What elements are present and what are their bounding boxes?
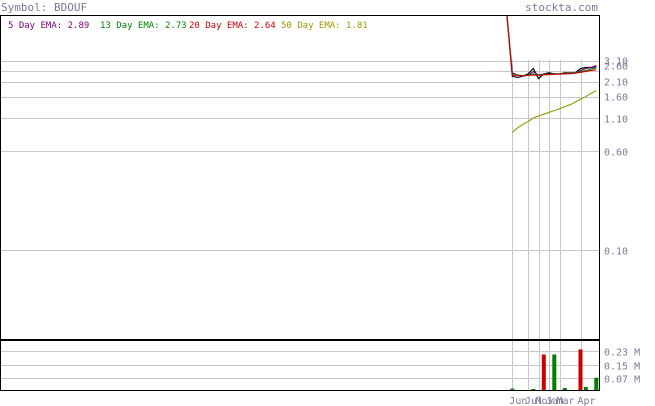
price-tick-label: 2.60 [604, 62, 628, 73]
volume-axis: 0.23 M 0.15 M 0.07 M [604, 348, 640, 386]
20-day-ema-line [506, 15, 597, 77]
price-tick-label: 0.60 [604, 148, 628, 159]
5-day-ema-line [506, 15, 597, 77]
volume-bar [583, 387, 588, 390]
date-tick-label: Jan [546, 396, 564, 406]
price-axis: 3.102.60 2.10 1.60 1.10 0.60 0.10 [604, 57, 628, 258]
price-tick-label: 0.10 [604, 247, 628, 258]
volume-panel-frame [0, 340, 600, 391]
price-panel-frame [0, 15, 600, 340]
50-day-ema-line [511, 90, 597, 133]
volume-tick-label: 0.07 M [604, 375, 640, 386]
date-tick-label: Jul [525, 396, 543, 406]
price-plot [506, 15, 597, 133]
legend-ema-13: 13 Day EMA: 2.73 [100, 21, 187, 31]
symbol-label: Symbol: BDOUF [1, 1, 87, 14]
volume-plot [510, 349, 599, 390]
volume-bar [510, 388, 515, 390]
site-watermark: stockta.com [525, 1, 598, 14]
volume-bar [531, 389, 536, 390]
volume-bar [552, 354, 557, 390]
legend-ema-50: 50 Day EMA: 1.81 [281, 21, 368, 31]
volume-bar [594, 377, 599, 390]
volume-tick-label: 0.15 M [604, 362, 640, 373]
date-tick-label: Nov [536, 396, 554, 406]
volume-gridlines [1, 351, 599, 379]
price-gridlines [1, 61, 599, 251]
legend-ema-5: 5 Day EMA: 2.89 [8, 21, 89, 31]
volume-bar [541, 354, 546, 390]
volume-bar [562, 388, 567, 390]
legend-ema-20: 20 Day EMA: 2.64 [189, 21, 276, 31]
13-day-ema-line [506, 15, 597, 77]
volume-tick-label: 0.23 M [604, 348, 640, 359]
date-tick-label: Jun [509, 396, 527, 406]
date-tick-label: Mar [557, 396, 575, 406]
price-tick-label: 2.10 [604, 78, 628, 89]
volume-bar [578, 349, 583, 390]
price-tick-label: 1.10 [604, 115, 628, 126]
price-tick-label: 1.60 [604, 93, 628, 104]
price-tick-label: 3.10 [604, 57, 628, 68]
date-tick-label: Apr [578, 396, 596, 406]
